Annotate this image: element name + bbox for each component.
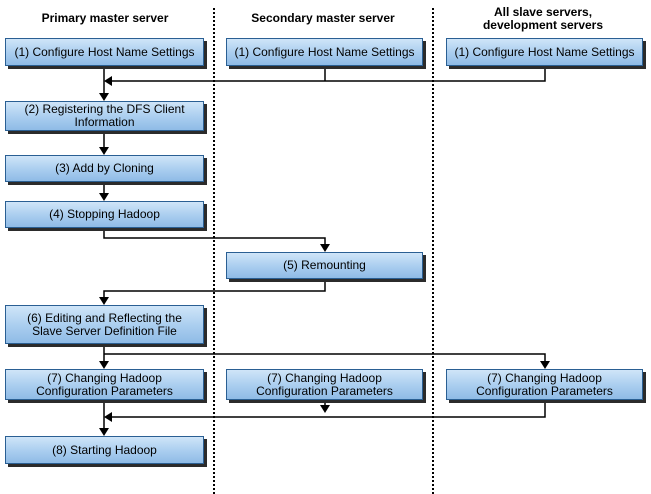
arrow-into-edit bbox=[99, 297, 109, 305]
step-change-config-secondary-line1: (7) Changing Hadoop bbox=[267, 370, 382, 385]
step-register-dfs-client-line2: Information bbox=[74, 115, 135, 129]
arrow-merge-config-into-primary bbox=[104, 412, 112, 422]
connector-config-slaves-merge bbox=[112, 400, 546, 418]
step-register-dfs-client: (2) Registering the DFS Client Informati… bbox=[5, 101, 204, 131]
arrow-into-config-slaves bbox=[540, 361, 550, 369]
connector-stop-to-remount bbox=[103, 228, 326, 244]
step-change-config-secondary: (7) Changing Hadoop Configuration Parame… bbox=[226, 369, 423, 400]
step-add-by-cloning: (3) Add by Cloning bbox=[5, 155, 204, 182]
step-starting-hadoop: (8) Starting Hadoop bbox=[5, 436, 204, 464]
lane-title-slaves-line1: All slave servers, bbox=[493, 5, 593, 19]
arrow-into-remount bbox=[320, 244, 330, 252]
arrow-into-stop bbox=[99, 193, 109, 201]
step-change-config-slaves-line2: Configuration Parameters bbox=[476, 383, 613, 398]
arrow-into-start bbox=[99, 428, 109, 436]
step-register-dfs-client-line1: (2) Registering the DFS Client bbox=[24, 102, 185, 116]
lane-title-slaves: All slave servers, development servers bbox=[440, 6, 646, 32]
step-change-config-slaves: (7) Changing Hadoop Configuration Parame… bbox=[446, 369, 643, 400]
step-configure-host-slaves: (1) Configure Host Name Settings bbox=[446, 38, 643, 66]
lane-title-slaves-line2: development servers bbox=[482, 18, 604, 32]
step-edit-slave-definition-line2: Slave Server Definition File bbox=[32, 323, 177, 338]
arrow-into-clone bbox=[99, 147, 109, 155]
arrow-config-secondary-merge bbox=[320, 405, 330, 413]
step-configure-host-primary: (1) Configure Host Name Settings bbox=[5, 38, 204, 66]
connector-edit-fan-out bbox=[104, 353, 546, 361]
step-stopping-hadoop: (4) Stopping Hadoop bbox=[5, 201, 204, 228]
lane-title-primary: Primary master server bbox=[41, 11, 169, 25]
step-change-config-secondary-line2: Configuration Parameters bbox=[256, 383, 393, 398]
step-change-config-slaves-line1: (7) Changing Hadoop bbox=[487, 370, 602, 385]
arrow-into-register-dfs bbox=[99, 93, 109, 101]
step-change-config-primary-line1: (7) Changing Hadoop bbox=[47, 370, 162, 385]
flow-connectors bbox=[99, 66, 550, 436]
arrow-into-config-primary bbox=[99, 361, 109, 369]
step-edit-slave-definition: (6) Editing and Reflecting the Slave Ser… bbox=[5, 305, 204, 344]
arrow-merge-into-primary bbox=[104, 76, 112, 86]
step-change-config-primary-line2: Configuration Parameters bbox=[36, 383, 173, 398]
step-change-config-primary: (7) Changing Hadoop Configuration Parame… bbox=[5, 369, 204, 400]
connector-host-slaves-merge bbox=[112, 66, 546, 82]
step-configure-host-secondary: (1) Configure Host Name Settings bbox=[226, 38, 423, 66]
connector-remount-to-edit bbox=[103, 279, 326, 297]
lane-title-secondary: Secondary master server bbox=[251, 11, 395, 25]
step-remounting: (5) Remounting bbox=[226, 252, 423, 279]
step-edit-slave-definition-line1: (6) Editing and Reflecting the bbox=[27, 310, 182, 325]
